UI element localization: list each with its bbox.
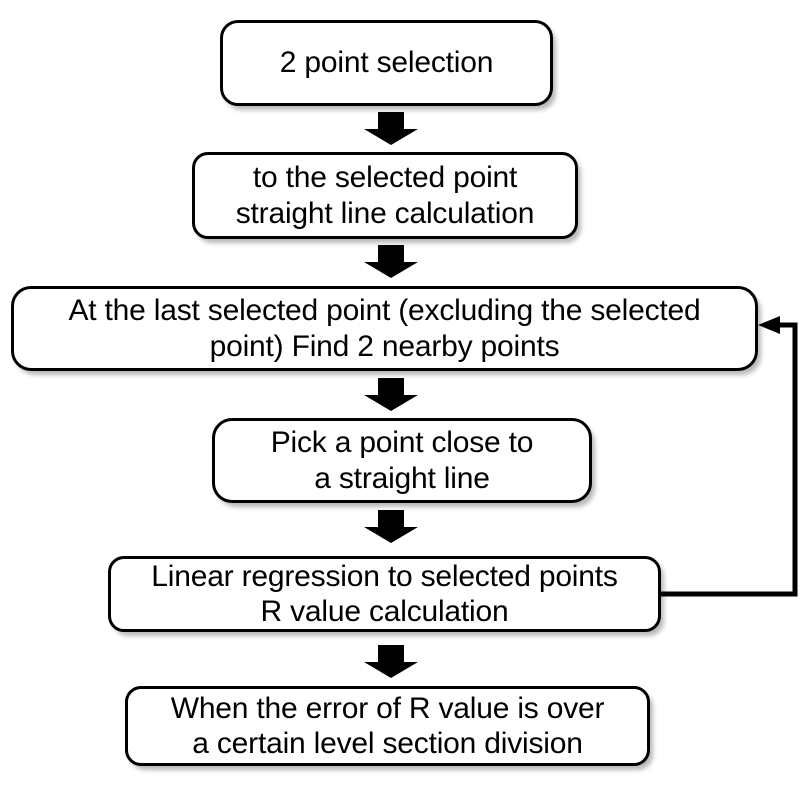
arrow-down-icon-3-to-4 [364, 378, 418, 411]
arrow-down-icon-2-to-3 [364, 245, 418, 278]
node-label: Linear regression to selected points R v… [151, 559, 618, 628]
node-label: When the error of R value is over a cert… [170, 691, 605, 760]
arrow-down-icon-5-to-6 [364, 645, 418, 678]
node-label: 2 point selection [279, 46, 494, 80]
arrow-down-icon-1-to-2 [364, 112, 418, 145]
node-straight-line-calculation[interactable]: to the selected point straight line calc… [192, 152, 578, 239]
arrow-down-icon-4-to-5 [364, 510, 418, 543]
node-label: to the selected point straight line calc… [235, 161, 535, 230]
node-find-2-nearby-points[interactable]: At the last selected point (excluding th… [11, 286, 758, 371]
node-label: At the last selected point (excluding th… [68, 294, 701, 363]
node-pick-point-close-to-line[interactable]: Pick a point close to a straight line [212, 418, 592, 503]
node-label: Pick a point close to a straight line [270, 426, 534, 495]
node-linear-regression-r-value[interactable]: Linear regression to selected points R v… [108, 556, 661, 632]
node-2-point-selection[interactable]: 2 point selection [220, 20, 553, 106]
node-section-division-on-r-error[interactable]: When the error of R value is over a cert… [125, 686, 650, 766]
